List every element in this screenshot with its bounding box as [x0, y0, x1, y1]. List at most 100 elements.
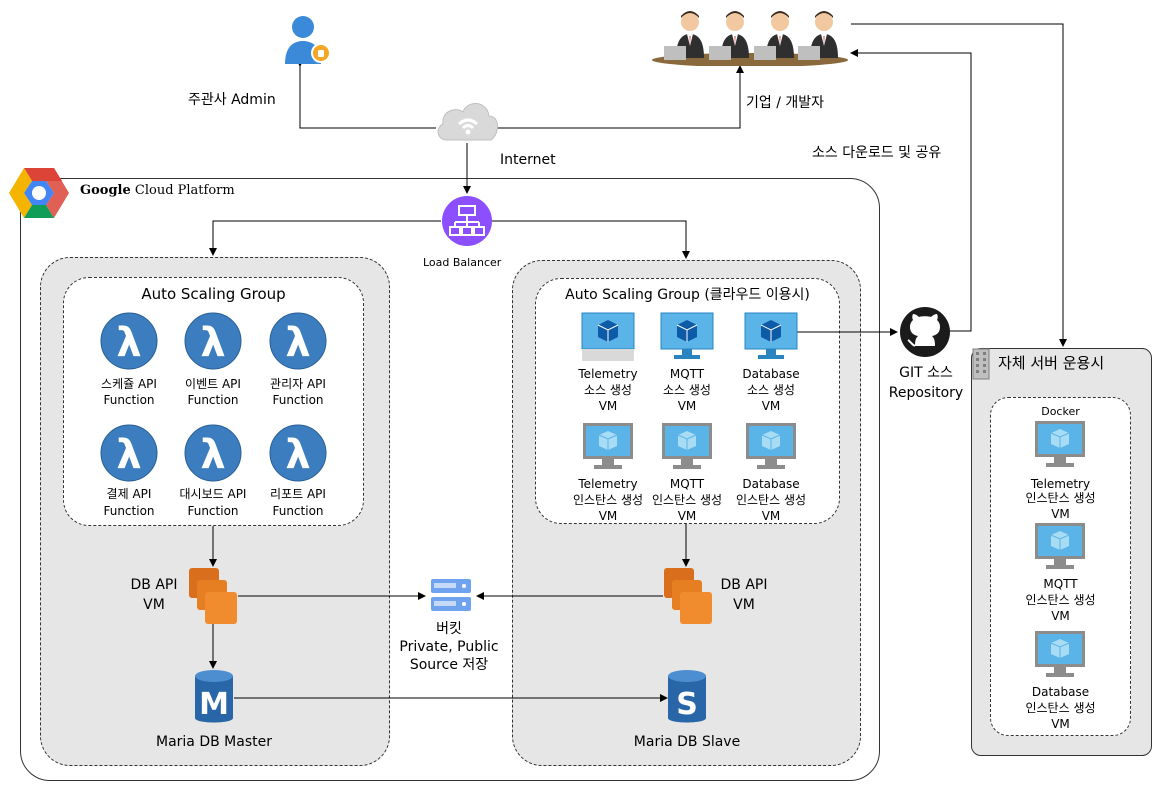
- vm-label-line1: MQTT: [669, 477, 705, 491]
- gcp-product: Cloud Platform: [134, 183, 235, 198]
- self-vm: MQTT 인스탄스 생성 VM: [990, 522, 1131, 623]
- cloud-dev-link: [490, 65, 744, 132]
- vm-label-line2: 소스 생성: [663, 383, 711, 397]
- lb-right-link: [492, 220, 690, 259]
- function-label-line1: 관리자 API: [270, 377, 326, 391]
- developer-person: [664, 11, 704, 60]
- instance-vm: Telemetry 인스탄스 생성 VM: [563, 420, 653, 524]
- self-vm: Database 인스탄스 생성 VM: [990, 630, 1131, 734]
- docker-label: Docker: [1041, 405, 1080, 418]
- vm-label-line1: Database: [1031, 685, 1090, 699]
- svg-text:λ: λ: [285, 320, 310, 366]
- function-label-line1: 이벤트 API: [185, 377, 241, 391]
- lambda-function: λ 관리자 API Function: [252, 310, 344, 410]
- function-label-line1: 스케쥴 API: [101, 377, 157, 391]
- source-vm: Database 소스 생성 VM: [731, 310, 811, 420]
- source-vm: Telemetry 소스 생성 VM: [568, 310, 648, 420]
- vm-label-line2: 인스탄스 생성: [1025, 491, 1096, 505]
- vm-label-line2: 인스탄스 생성: [1025, 701, 1096, 715]
- gcp-title: Google Cloud Platform: [80, 183, 235, 199]
- monitor-cube-icon: [744, 312, 798, 359]
- ec2-instances-icon: [664, 568, 712, 624]
- bucket-line1: 버킷: [436, 621, 462, 637]
- vm-label-line3: VM: [598, 399, 618, 413]
- gcp-brand: Google: [80, 183, 131, 198]
- admin-label: 주관사 Admin: [188, 92, 276, 108]
- monitor-cube-icon: [746, 423, 796, 469]
- vm-label-line1: MQTT: [669, 367, 705, 381]
- monitor-cube-icon: [1035, 421, 1085, 467]
- svg-text:λ: λ: [116, 432, 141, 478]
- function-label-line2: Function: [187, 504, 239, 518]
- maria-db-slave-label: Maria DB Slave: [633, 734, 741, 750]
- svg-text:λ: λ: [116, 320, 141, 366]
- left-dbapi-line2: VM: [143, 597, 165, 613]
- source-vm: MQTT 소스 생성 VM: [647, 310, 727, 420]
- lambda-function: λ 스케쥴 API Function: [83, 310, 175, 410]
- lambda-function: λ 이벤트 API Function: [167, 310, 259, 410]
- git-line2: Repository: [888, 385, 964, 401]
- admin-user-icon: [285, 16, 330, 64]
- dev-selfserver-link: [851, 23, 1067, 347]
- storage-bucket-icon: [431, 579, 471, 611]
- function-label-line2: Function: [187, 393, 239, 407]
- git-line1: GIT 소스: [899, 365, 953, 381]
- left-dbapi-line1: DB API: [130, 577, 178, 593]
- instance-vm-row: Telemetry 인스탄스 생성 VM MQTT 인스탄스 생성 VM Dat…: [535, 420, 840, 524]
- lambda-function: λ 대시보드 API Function: [167, 422, 259, 522]
- vm-label-line3: VM: [1051, 507, 1070, 521]
- instance-vm: MQTT 인스탄스 생성 VM: [642, 420, 732, 524]
- function-label-line1: 대시보드 API: [179, 487, 247, 501]
- bucket-line3: Source 저장: [409, 657, 489, 673]
- server-building-icon: [972, 348, 990, 380]
- lb-left-link: [209, 220, 441, 256]
- vm-label-line3: VM: [1051, 609, 1070, 623]
- vm-label-line2: 소스 생성: [584, 383, 632, 397]
- vm-label-line2: 인스탄스 생성: [1025, 593, 1096, 607]
- internet-label: Internet: [500, 152, 556, 168]
- lambda-icon: λ: [269, 312, 327, 370]
- lambda-icon: λ: [184, 424, 242, 482]
- vm-label-line3: VM: [677, 509, 697, 523]
- admin-cloud-link: [296, 59, 436, 129]
- function-label-line2: Function: [103, 504, 155, 518]
- self-server-title: 자체 서버 운용시: [998, 354, 1105, 372]
- right-dbapi-line2: VM: [733, 597, 755, 613]
- vm-label-line3: VM: [598, 509, 618, 523]
- instance-vm: Database 인스탄스 생성 VM: [726, 420, 816, 524]
- monitor-cube-icon: [1035, 523, 1085, 569]
- bucket-line2: Private, Public: [399, 639, 499, 655]
- svg-text:M: M: [199, 687, 229, 722]
- left-asg-title: Auto Scaling Group: [141, 285, 286, 303]
- svg-text:λ: λ: [200, 432, 225, 478]
- lambda-icon: λ: [100, 312, 158, 370]
- right-dbapi-line1: DB API: [720, 577, 768, 593]
- developers-label: 기업 / 개발자: [746, 95, 825, 111]
- function-label-line2: Function: [272, 393, 324, 407]
- svg-text:λ: λ: [200, 320, 225, 366]
- developers-group-icon: [652, 11, 848, 66]
- vm-label-line1: Database: [742, 367, 800, 381]
- vm-label-line2: 인스탄스 생성: [572, 493, 644, 507]
- monitor-cube-icon: [581, 312, 635, 361]
- lambda-function-grid: λ 스케쥴 API Function λ 이벤트 API Function λ …: [63, 310, 364, 520]
- vm-label-line3: VM: [761, 509, 781, 523]
- cloud-wifi-icon: [437, 103, 498, 141]
- vm-label-line3: VM: [1051, 717, 1070, 731]
- vm-label-line3: VM: [677, 399, 697, 413]
- monitor-cube-icon: [662, 423, 712, 469]
- ec2-instances-icon: [189, 568, 237, 624]
- svg-text:λ: λ: [285, 432, 310, 478]
- database-cylinder-icon: S: [668, 670, 706, 723]
- svg-text:S: S: [676, 687, 698, 722]
- lambda-icon: λ: [184, 312, 242, 370]
- vm-label-line2: 소스 생성: [747, 383, 795, 397]
- self-vm: Telemetry 인스탄스 생성 VM: [990, 420, 1131, 521]
- vm-label-line1: Telemetry: [578, 477, 638, 491]
- git-dev-link: [850, 49, 972, 335]
- function-label-line1: 리포트 API: [270, 487, 326, 501]
- function-label-line1: 결제 API: [106, 487, 152, 501]
- monitor-cube-icon: [1035, 631, 1085, 677]
- database-cylinder-icon: M: [195, 670, 233, 723]
